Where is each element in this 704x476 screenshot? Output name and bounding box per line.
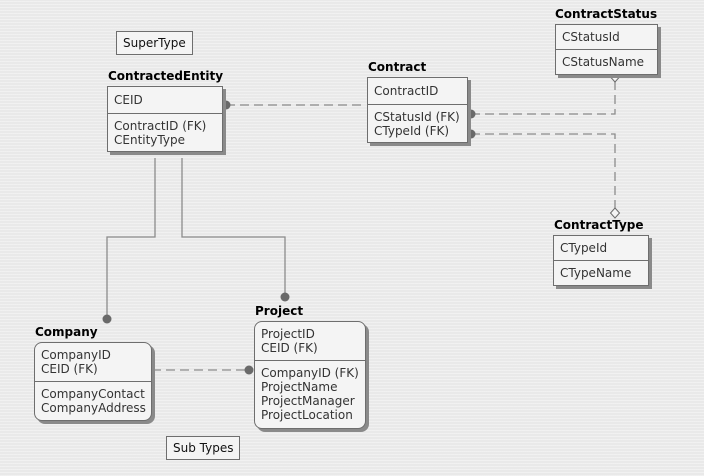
contract-attr-section: CStatusId (FK) CTypeId (FK) <box>368 105 467 142</box>
entity-field: CEID <box>114 93 143 107</box>
entity-field: ProjectLocation <box>261 408 353 422</box>
contractstatus-title: ContractStatus <box>555 7 658 21</box>
contracttype-attr-section: CTypeName <box>554 261 648 285</box>
contract-pk-section: ContractID <box>368 78 467 105</box>
contractedentity-attr-section: ContractID (FK) CEntityType <box>108 114 222 151</box>
contracttype-title: ContractType <box>554 218 644 232</box>
rel-contract-contracttype[interactable] <box>471 133 616 208</box>
rel-end-dot <box>244 365 254 375</box>
company-pk-section: CompanyID CEID (FK) <box>35 343 151 382</box>
entity-field: CEntityType <box>114 133 185 147</box>
entity-field: CTypeId <box>560 241 608 255</box>
entity-field: ProjectName <box>261 380 338 394</box>
contract-entity[interactable]: ContractID CStatusId (FK) CTypeId (FK) <box>367 77 468 143</box>
contracttype-pk-section: CTypeId <box>554 236 648 261</box>
contract-title: Contract <box>368 60 427 74</box>
entity-field: CTypeId (FK) <box>374 124 450 138</box>
rel-contractedentity-company[interactable] <box>106 158 156 318</box>
rel-end-dot <box>466 109 476 119</box>
supertype-note[interactable]: SuperType <box>116 31 193 55</box>
contractedentity-pk-section: CEID <box>108 87 222 114</box>
project-entity[interactable]: ProjectID CEID (FK) CompanyID (FK) Proje… <box>254 321 366 429</box>
entity-field: CStatusId <box>562 30 620 44</box>
company-title: Company <box>35 325 98 339</box>
entity-field: ProjectID <box>261 327 315 341</box>
rel-end-diamond <box>609 207 621 219</box>
company-attr-section: CompanyContact CompanyAddress <box>35 382 151 420</box>
rel-end-dot <box>280 292 290 302</box>
entity-field: CEID (FK) <box>261 341 318 355</box>
entity-field: ProjectManager <box>261 394 355 408</box>
entity-field: CStatusName <box>562 55 645 69</box>
entity-field: CTypeName <box>560 266 632 280</box>
project-pk-section: ProjectID CEID (FK) <box>255 322 365 361</box>
company-entity[interactable]: CompanyID CEID (FK) CompanyContact Compa… <box>34 342 152 421</box>
contractstatus-entity[interactable]: CStatusId CStatusName <box>555 24 658 75</box>
entity-field: CStatusId (FK) <box>374 110 460 124</box>
contractstatus-attr-section: CStatusName <box>556 50 657 74</box>
contracttype-entity[interactable]: CTypeId CTypeName <box>553 235 649 286</box>
entity-field: ContractID (FK) <box>114 119 207 133</box>
project-title: Project <box>255 304 304 318</box>
contractedentity-entity[interactable]: CEID ContractID (FK) CEntityType <box>107 86 223 152</box>
rel-contract-contractstatus[interactable] <box>471 80 616 115</box>
entity-field: CompanyID (FK) <box>261 366 359 380</box>
subtypes-note[interactable]: Sub Types <box>166 436 241 460</box>
rel-contractedentity-project[interactable] <box>181 158 286 296</box>
rel-end-dot <box>102 314 112 324</box>
entity-field: CompanyID <box>41 348 111 362</box>
entity-field: CompanyContact <box>41 387 145 401</box>
contractstatus-pk-section: CStatusId <box>556 25 657 50</box>
contractedentity-title: ContractedEntity <box>108 69 224 83</box>
project-attr-section: CompanyID (FK) ProjectName ProjectManage… <box>255 361 365 428</box>
rel-end-dot <box>466 129 476 139</box>
entity-field: CompanyAddress <box>41 401 146 415</box>
entity-field: CEID (FK) <box>41 362 98 376</box>
entity-field: ContractID <box>374 84 439 98</box>
rel-end-dot <box>221 100 231 110</box>
